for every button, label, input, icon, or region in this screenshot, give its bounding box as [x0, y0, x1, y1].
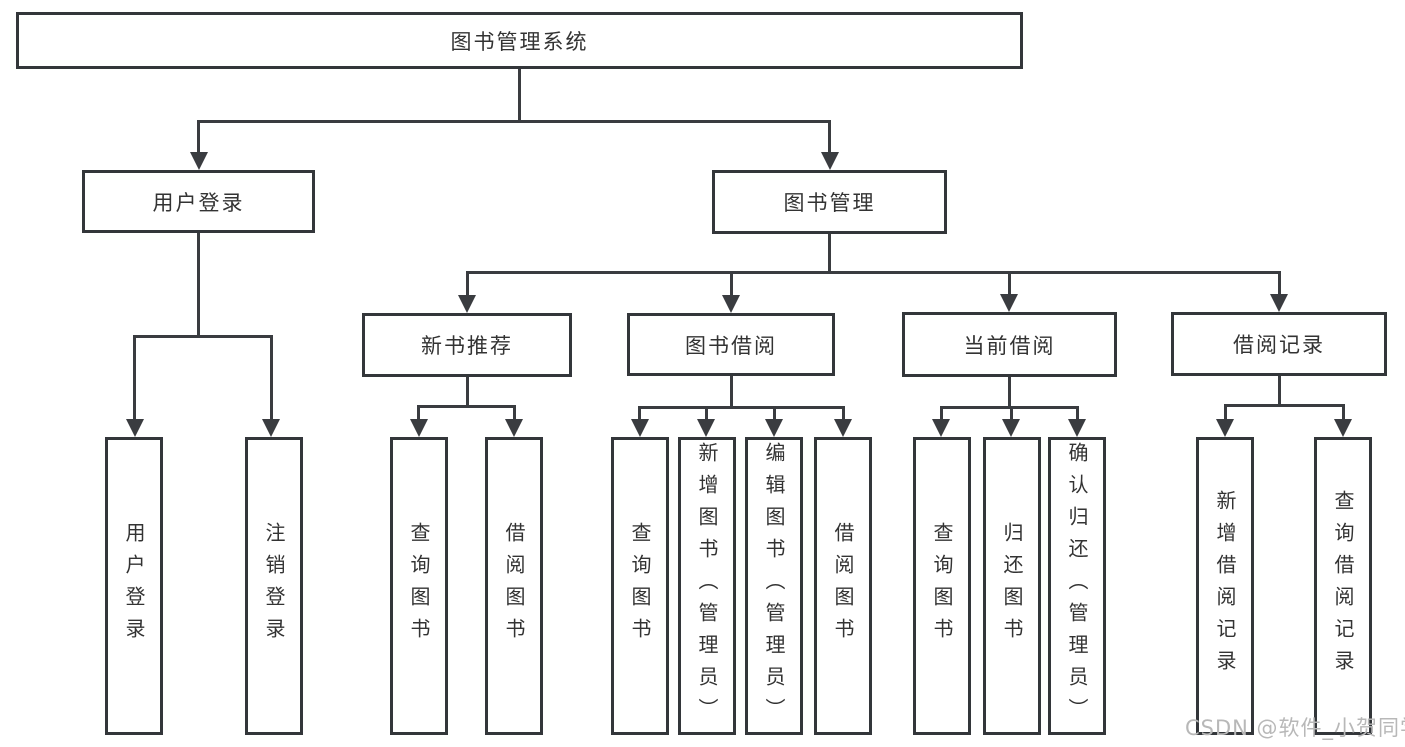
connector-root-drop-right: [828, 120, 831, 154]
arrowhead-down-icon: [458, 295, 476, 313]
connector-bookmgmt-stem: [828, 234, 831, 274]
connector-userlogin-stem: [197, 233, 200, 337]
connector-current-stem: [1008, 377, 1011, 409]
arrowhead-down-icon: [722, 295, 740, 313]
connector-userlogin-drop-left: [133, 335, 136, 421]
connector-records-stem: [1278, 376, 1281, 407]
arrowhead-down-icon: [765, 419, 783, 437]
leaf-query-book-recommend: 查询图书: [390, 437, 448, 735]
connector-bookmgmt-drop-4: [1278, 271, 1281, 296]
node-book-management-label: 图书管理: [783, 191, 876, 215]
node-user-login: 用户登录: [82, 170, 315, 233]
arrowhead-down-icon: [505, 419, 523, 437]
connector-bookmgmt-drop-2: [730, 271, 733, 297]
connector-bookmgmt-bar: [466, 271, 1281, 274]
node-new-book-recommend-label: 新书推荐: [421, 334, 513, 358]
connector-borrow-drop-1: [638, 406, 641, 421]
arrowhead-down-icon: [1334, 419, 1352, 437]
leaf-edit-book-admin-label: 编辑图书（管理员）: [762, 442, 786, 730]
leaf-query-book-borrow: 查询图书: [611, 437, 669, 735]
connector-current-drop-3: [1076, 406, 1079, 421]
node-borrow-records-label: 借阅记录: [1233, 333, 1325, 357]
node-user-login-label: 用户登录: [152, 190, 245, 215]
node-new-book-recommend: 新书推荐: [362, 313, 572, 377]
arrowhead-down-icon: [821, 152, 839, 170]
arrowhead-down-icon: [697, 419, 715, 437]
connector-records-drop-1: [1224, 404, 1227, 421]
connector-root-bar: [197, 120, 831, 123]
connector-recommend-bar: [417, 405, 516, 408]
leaf-query-book-recommend-label: 查询图书: [407, 522, 431, 650]
connector-records-bar: [1224, 404, 1345, 407]
arrowhead-down-icon: [631, 419, 649, 437]
connector-userlogin-drop-right: [270, 335, 273, 421]
arrowhead-down-icon: [190, 152, 208, 170]
connector-root-stem: [518, 69, 521, 120]
node-root-label: 图书管理系统: [450, 29, 589, 54]
watermark: CSDN @软件_小贺同学: [1185, 716, 1405, 740]
connector-recommend-stem: [466, 377, 469, 408]
connector-root-drop-left: [197, 120, 200, 154]
leaf-borrow-book: 借阅图书: [814, 437, 872, 735]
leaf-user-login-label: 用户登录: [122, 522, 146, 650]
connector-records-drop-2: [1342, 404, 1345, 421]
leaf-query-book-current: 查询图书: [913, 437, 971, 735]
leaf-return-book-label: 归还图书: [1000, 522, 1024, 650]
node-book-borrow-label: 图书借阅: [685, 333, 777, 358]
node-borrow-records: 借阅记录: [1171, 312, 1387, 376]
connector-current-drop-1: [940, 406, 943, 421]
leaf-logout-label: 注销登录: [262, 522, 286, 650]
arrowhead-down-icon: [1068, 419, 1086, 437]
leaf-query-borrow-record-label: 查询借阅记录: [1331, 490, 1355, 682]
connector-recommend-drop-1: [417, 405, 420, 421]
leaf-query-borrow-record: 查询借阅记录: [1314, 437, 1372, 735]
leaf-user-login: 用户登录: [105, 437, 163, 735]
arrowhead-down-icon: [1000, 294, 1018, 312]
node-book-management: 图书管理: [712, 170, 947, 234]
connector-borrow-drop-3: [773, 406, 776, 421]
leaf-borrow-book-recommend-label: 借阅图书: [502, 522, 526, 650]
connector-borrow-drop-2: [705, 406, 708, 421]
leaf-confirm-return-admin-label: 确认归还（管理员）: [1065, 442, 1089, 730]
arrowhead-down-icon: [834, 419, 852, 437]
leaf-add-book-admin: 新增图书（管理员）: [678, 437, 736, 735]
arrowhead-down-icon: [262, 419, 280, 437]
leaf-return-book: 归还图书: [983, 437, 1041, 735]
leaf-logout: 注销登录: [245, 437, 303, 735]
leaf-add-borrow-record: 新增借阅记录: [1196, 437, 1254, 735]
connector-borrow-bar: [638, 406, 845, 409]
node-current-borrow: 当前借阅: [902, 312, 1117, 377]
arrowhead-down-icon: [1270, 294, 1288, 312]
leaf-query-book-current-label: 查询图书: [930, 522, 954, 650]
leaf-borrow-book-recommend: 借阅图书: [485, 437, 543, 735]
connector-borrow-stem: [730, 376, 733, 409]
leaf-edit-book-admin: 编辑图书（管理员）: [745, 437, 803, 735]
node-book-borrow: 图书借阅: [627, 313, 835, 376]
leaf-query-book-borrow-label: 查询图书: [628, 522, 652, 650]
leaf-add-book-admin-label: 新增图书（管理员）: [695, 442, 719, 730]
leaf-add-borrow-record-label: 新增借阅记录: [1213, 490, 1237, 682]
connector-current-drop-2: [1010, 406, 1013, 421]
connector-bookmgmt-drop-3: [1008, 271, 1011, 296]
node-current-borrow-label: 当前借阅: [963, 333, 1056, 358]
arrowhead-down-icon: [126, 419, 144, 437]
connector-recommend-drop-2: [513, 405, 516, 421]
arrowhead-down-icon: [932, 419, 950, 437]
arrowhead-down-icon: [1216, 419, 1234, 437]
node-root: 图书管理系统: [16, 12, 1023, 69]
arrowhead-down-icon: [410, 419, 428, 437]
leaf-confirm-return-admin: 确认归还（管理员）: [1048, 437, 1106, 735]
connector-borrow-drop-4: [842, 406, 845, 421]
arrowhead-down-icon: [1002, 419, 1020, 437]
leaf-borrow-book-label: 借阅图书: [831, 522, 855, 650]
connector-current-bar: [940, 406, 1079, 409]
connector-bookmgmt-drop-1: [466, 271, 469, 297]
connector-userlogin-bar: [133, 335, 273, 338]
